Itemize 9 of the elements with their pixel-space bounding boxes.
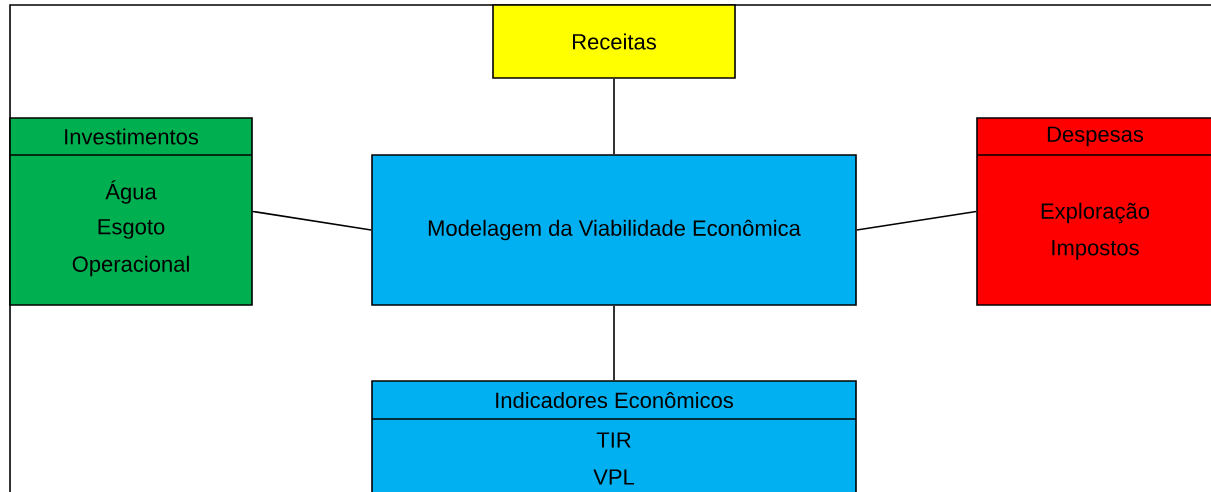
connector-line	[613, 305, 615, 381]
category-box: Investimentos Água Esgoto Operacional	[9, 117, 253, 306]
category-box: Indicadores Econômicos TIR VPL	[371, 380, 857, 492]
connector-line	[252, 210, 372, 231]
process-box: Receitas	[492, 4, 736, 79]
process-box: Modelagem da Viabilidade Econômica	[371, 154, 857, 306]
connector-line	[613, 78, 615, 155]
category-box: Despesas Exploração Impostos	[976, 117, 1211, 306]
connector-line	[856, 210, 977, 231]
